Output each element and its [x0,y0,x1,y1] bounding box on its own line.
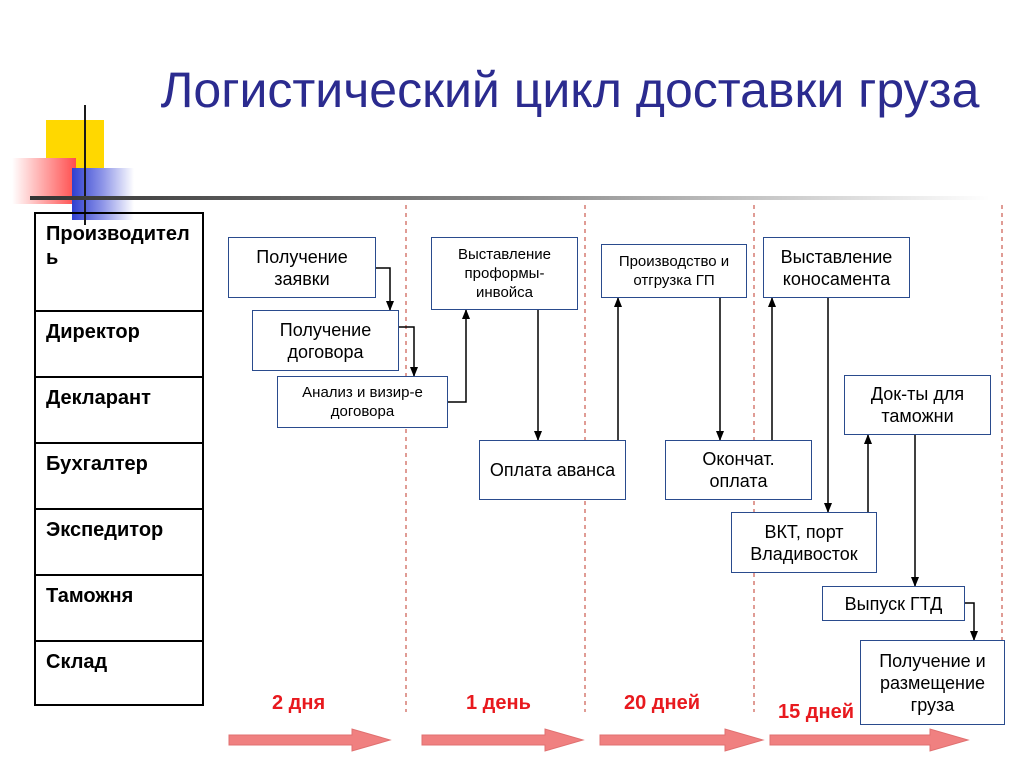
duration-label: 1 день [466,692,531,714]
lane-label: Таможня [36,574,202,640]
decor-vertical-line [84,105,86,225]
step-advance-payment: Оплата аванса [479,440,626,500]
step-production-shipment: Производство и отгрузка ГП [601,244,747,298]
step-receive-request: Получение заявки [228,237,376,298]
lane-label: Бухгалтер [36,442,202,508]
step-proforma-invoice: Выставление проформы-инвойса [431,237,578,310]
step-gtd-release: Выпуск ГТД [822,586,965,621]
decor-horizontal-line [30,196,990,200]
page-title: Логистический цикл доставки груза [160,62,980,118]
step-receive-contract: Получение договора [252,310,399,371]
timeline-arrow [228,728,392,752]
duration-label: 2 дня [272,692,326,714]
step-customs-docs: Док-ты для таможни [844,375,991,435]
timeline-arrow [599,728,765,752]
swimlane-table: Производитель Директор Декларант Бухгалт… [34,212,204,706]
lane-label: Директор [36,310,202,376]
arrow-s11-s12 [965,602,978,641]
lane-label: Декларант [36,376,202,442]
step-cargo-placement: Получение и размещение груза [860,640,1005,725]
lane-label: Экспедитор [36,508,202,574]
duration-label: 20 дней [624,692,700,714]
step-vkt-port: ВКТ, порт Владивосток [731,512,877,573]
arrow-s3-s4 [448,309,470,403]
arrow-s1-s2 [376,267,394,311]
step-final-payment: Окончат. оплата [665,440,812,500]
duration-label: 15 дней [778,701,854,723]
timeline-arrow [421,728,585,752]
lane-label: Производитель [46,223,190,269]
step-contract-review: Анализ и визир-е договора [277,376,448,428]
step-bill-of-lading: Выставление коносамента [763,237,910,298]
decor-blue-square [72,168,134,220]
timeline-arrow [769,728,970,752]
arrow-s2-s3 [399,326,418,377]
lane-label: Склад [36,640,202,708]
